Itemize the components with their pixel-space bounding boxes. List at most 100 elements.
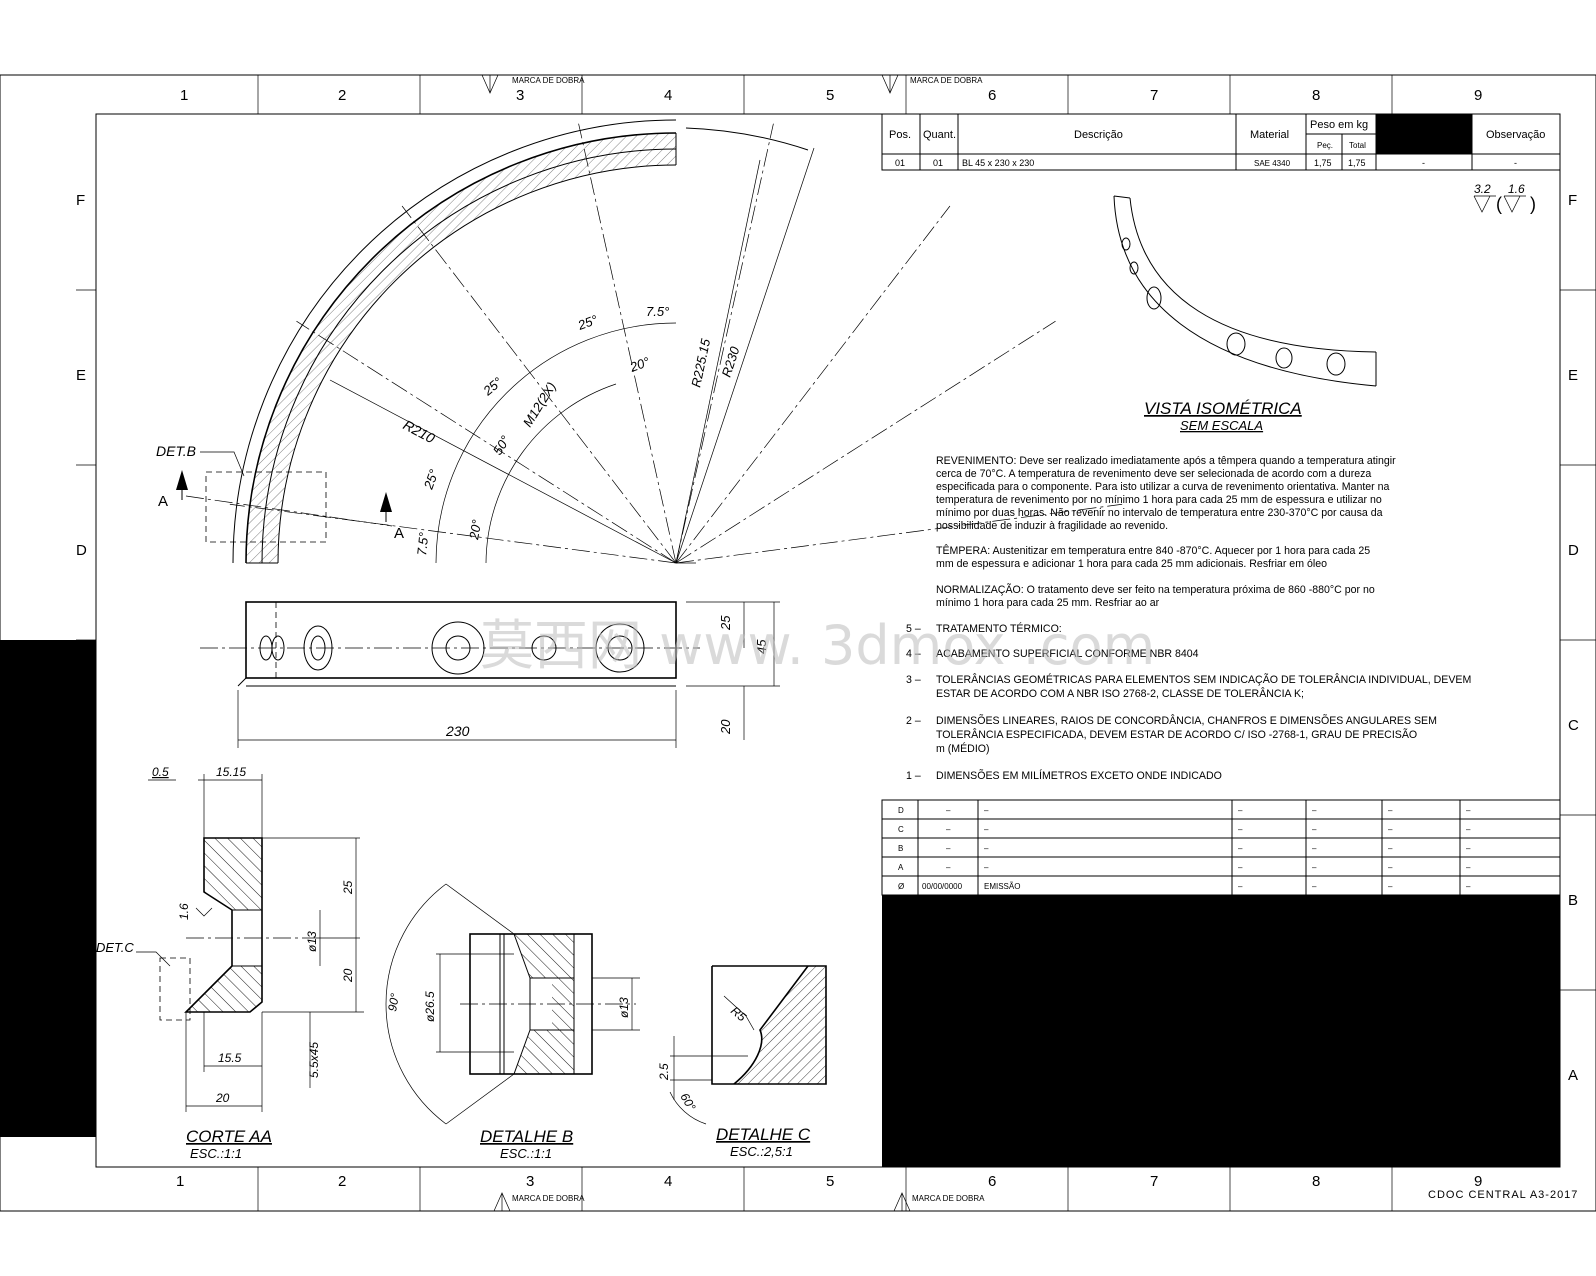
zone-right-A: A: [1568, 1067, 1578, 1084]
svg-text:–: –: [1238, 882, 1243, 891]
section-mark-a-right: A: [394, 525, 404, 542]
zone-bottom-1: 1: [176, 1173, 184, 1190]
svg-text:–: –: [1466, 882, 1471, 891]
svg-text:(: (: [1496, 194, 1502, 214]
height-dim-20: 20: [718, 719, 733, 735]
dim-25: 25: [341, 880, 355, 895]
note-revenimento-2: cerca de 70°C. A temperatura de revenime…: [936, 468, 1371, 480]
corte-aa-scale: ESC.:1:1: [190, 1146, 242, 1161]
dim-0-5: 0.5: [152, 765, 169, 779]
dim-20b: 20: [215, 1091, 230, 1105]
fold-mark-top-left: MARCA DE DOBRA: [481, 74, 585, 94]
note-3-text-2: ESTAR DE ACORDO COM A NBR ISO 2768-2, CL…: [936, 687, 1304, 700]
section-aa: 0.5 15.15 25 20 ø13 1.6 15.5 20 5.5x45 D…: [96, 765, 364, 1161]
fold-mark-top-right: MARCA DE DOBRA: [881, 74, 983, 94]
angle-20-low: 20°: [466, 519, 484, 542]
note-tempera-1: TÊMPERA: Austenitizar em temperatura ent…: [936, 544, 1370, 557]
det-c-label: DET.C: [96, 940, 134, 955]
zone-top-6: 6: [988, 87, 996, 104]
zone-bottom-9: 9: [1474, 1173, 1482, 1190]
svg-text:–: –: [1238, 844, 1243, 853]
det-c-scale: ESC.:2,5:1: [730, 1144, 793, 1159]
zone-bottom-2: 2: [338, 1173, 346, 1190]
rev-row-c-rev: C: [898, 825, 904, 834]
det-b-phi26: ø26.5: [423, 991, 437, 1022]
zone-bottom-4: 4: [664, 1173, 672, 1190]
zone-top-5: 5: [826, 87, 834, 104]
rev-row-0-rev: Ø: [898, 882, 904, 891]
note-5-text: TRATAMENTO TÉRMICO:: [936, 622, 1062, 635]
header-black-mask: [1376, 114, 1472, 154]
det-b-title: DETALHE B: [480, 1127, 573, 1146]
det-c-r5: R5: [728, 1004, 749, 1025]
row-peso-unit: 1,75: [1314, 158, 1332, 168]
standard-label: CDOC CENTRAL A3-2017: [1428, 1189, 1578, 1201]
svg-text:–: –: [1466, 806, 1471, 815]
rev-row-b-date: –: [946, 844, 951, 853]
rev-row-d-date: –: [946, 806, 951, 815]
note-2-text-1: DIMENSÕES LINEARES, RAIOS DE CONCORDÂNCI…: [936, 714, 1437, 727]
rev-row-0-date: 00/00/0000: [922, 882, 963, 891]
zone-bottom-3: 3: [526, 1173, 534, 1190]
svg-text:–: –: [1238, 825, 1243, 834]
dim-15-15: 15.15: [216, 765, 246, 779]
rev-row-b-desc: –: [984, 844, 989, 853]
radius-r225: R225.15: [688, 337, 713, 389]
dim-1-6: 1.6: [177, 903, 191, 920]
zone-top-1: 1: [180, 87, 188, 104]
svg-text:–: –: [1312, 863, 1317, 872]
zone-top-7: 7: [1150, 87, 1158, 104]
note-1-text: DIMENSÕES EM MILÍMETROS EXCETO ONDE INDI…: [936, 769, 1222, 782]
svg-text:–: –: [1466, 863, 1471, 872]
note-normalizacao-2: mínimo 1 hora para cada 25 mm. Resfriar …: [936, 597, 1160, 609]
isometric-view: VISTA ISOMÉTRICA SEM ESCALA: [1113, 195, 1377, 433]
col-pos: Pos.: [889, 129, 911, 141]
zone-left-F: F: [76, 192, 85, 209]
row-quant: 01: [933, 158, 943, 168]
zone-bottom-6: 6: [988, 1173, 996, 1190]
svg-text:–: –: [1238, 806, 1243, 815]
col-obs: Observação: [1486, 129, 1545, 141]
angle-25-low: 25°: [420, 467, 441, 492]
detail-c: R5 2.5 60° DETALHE C ESC.:2,5:1: [657, 965, 827, 1159]
zone-top-9: 9: [1474, 87, 1482, 104]
det-c-angle: 60°: [677, 1091, 698, 1114]
height-dim-45: 45: [754, 639, 769, 654]
det-c-2-5: 2.5: [657, 1063, 671, 1081]
det-b-phi13: ø13: [617, 997, 631, 1018]
col-peso: Peso em kg: [1310, 119, 1368, 131]
note-normalizacao-1: NORMALIZAÇÃO: O tratamento deve ser feit…: [936, 583, 1375, 596]
notes: REVENIMENTO: Deve ser realizado imediata…: [906, 455, 1471, 782]
svg-text:–: –: [1312, 882, 1317, 891]
radius-r210: R210: [401, 417, 438, 447]
angle-7-5-top: 7.5°: [646, 304, 669, 319]
svg-text:–: –: [1388, 882, 1393, 891]
row-desc: BL 45 x 230 x 230: [962, 158, 1034, 168]
angle-50: 50°: [490, 433, 513, 458]
sheet-frame: [0, 74, 1596, 1212]
note-2-text-2: TOLERÂNCIA ESPECIFICADA, DEVEM ESTAR DE …: [936, 728, 1417, 741]
zone-markers: 1 2 3 4 5 6 7 8 9 1 2 3 4 5 6 7 8 9 F E …: [76, 74, 1596, 1212]
zone-top-3: 3: [516, 87, 524, 104]
roughness-symbol: 3.2 ( 1.6 ): [1473, 182, 1536, 214]
corte-aa-title: CORTE AA: [186, 1127, 272, 1146]
svg-text:–: –: [1466, 844, 1471, 853]
rev-row-c-date: –: [946, 825, 951, 834]
svg-text:MARCA DE DOBRA: MARCA DE DOBRA: [512, 76, 585, 85]
note-3-num: 3 –: [906, 674, 921, 686]
note-2-text-3: m (MÉDIO): [936, 742, 990, 755]
zone-bottom-7: 7: [1150, 1173, 1158, 1190]
zone-right-F: F: [1568, 192, 1577, 209]
det-b-scale: ESC.:1:1: [500, 1146, 552, 1161]
angle-7-5-low: 7.5°: [414, 532, 431, 557]
fold-mark-bottom-left: MARCA DE DOBRA: [493, 1192, 585, 1212]
zone-top-2: 2: [338, 87, 346, 104]
rev-row-d-rev: D: [898, 806, 904, 815]
zone-bottom-8: 8: [1312, 1173, 1320, 1190]
detail-b: 90° ø26.5 ø13 DETALHE B ESC.:1:1: [385, 883, 640, 1161]
col-peso-unit: Peç.: [1317, 141, 1333, 150]
watermark: 莫西网 www. 3dmox .com: [480, 614, 1155, 677]
zone-left-D: D: [76, 542, 87, 559]
rev-row-b-rev: B: [898, 844, 903, 853]
dim-15-5: 15.5: [218, 1051, 242, 1065]
